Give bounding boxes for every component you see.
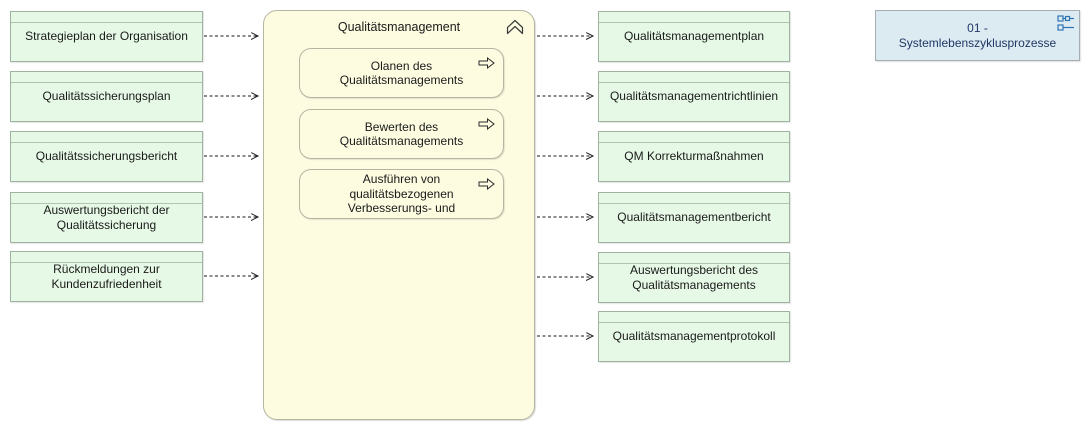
reference-title-line1: 01 - [967, 20, 988, 35]
object-label: Strategieplan der Organisation [25, 29, 188, 43]
object-top-divider [11, 22, 202, 23]
object-top-divider [599, 322, 789, 323]
business-object-strategieplan[interactable]: Strategieplan der Organisation [10, 11, 203, 62]
object-top-divider [599, 82, 789, 83]
object-label: Qualitätsmanagementbericht [617, 210, 771, 224]
process-step-bewerten[interactable]: Bewerten des Qualitätsmanagements [299, 109, 504, 159]
process-step-ausfuehren[interactable]: Ausführen von qualitätsbezogenen Verbess… [299, 169, 504, 219]
object-top-divider [11, 82, 202, 83]
object-top-divider [599, 203, 789, 204]
process-arrow-icon [478, 57, 495, 69]
process-step-planen[interactable]: Olanen des Qualitätsmanagements [299, 48, 504, 98]
process-arrow-icon [478, 178, 495, 190]
step-label: Olanen des Qualitätsmanagements [339, 58, 464, 88]
business-object-qm-korrekturmassnahmen[interactable]: QM Korrekturmaßnahmen [598, 131, 790, 182]
business-object-qm-protokoll[interactable]: Qualitätsmanagementprotokoll [598, 311, 790, 362]
reference-title-line2: Systemlebenszyklusprozesse [898, 35, 1057, 50]
business-object-qm-richtlinien[interactable]: Qualitätsmanagementrichtlinien [598, 71, 790, 122]
object-label: Qualitätssicherungsbericht [35, 149, 178, 163]
object-label: Qualitätsmanagementrichtlinien [609, 89, 779, 103]
process-arrow-icon [478, 118, 495, 130]
business-object-qualitaetssicherungsbericht[interactable]: Qualitätssicherungsbericht [10, 131, 203, 182]
diagram-reference-icon [1057, 15, 1074, 31]
object-label: Qualitätsmanagementprotokoll [612, 329, 776, 343]
step-label: Ausführen von qualitätsbezogenen Verbess… [347, 172, 456, 216]
object-label: Qualitätsmanagementplan [623, 29, 765, 43]
business-object-qm-plan[interactable]: Qualitätsmanagementplan [598, 11, 790, 62]
object-label: Qualitätssicherungsplan [42, 89, 171, 103]
object-label: QM Korrekturmaßnahmen [624, 149, 764, 163]
object-top-divider [11, 142, 202, 143]
object-label: Auswertungsbericht der Qualitätssicherun… [43, 202, 170, 232]
business-object-rueckmeldungen[interactable]: Rückmeldungen zur Kundenzufriedenheit [10, 251, 203, 302]
business-object-auswertungsbericht-qs[interactable]: Auswertungsbericht der Qualitätssicherun… [10, 192, 203, 243]
process-title: Qualitätsmanagement [337, 20, 461, 34]
object-label: Rückmeldungen zur Kundenzufriedenheit [51, 261, 162, 291]
object-top-divider [599, 22, 789, 23]
object-top-divider [11, 203, 202, 204]
step-label: Bewerten des Qualitätsmanagements [339, 119, 464, 149]
view-reference-systemlebenszyklusprozesse[interactable]: 01 - Systemlebenszyklusprozesse [875, 10, 1080, 61]
business-object-qm-bericht[interactable]: Qualitätsmanagementbericht [598, 192, 790, 243]
business-object-auswertungsbericht-qm[interactable]: Auswertungsbericht des Qualitätsmanageme… [598, 252, 790, 303]
object-label: Auswertungsbericht des Qualitätsmanageme… [629, 262, 759, 292]
object-top-divider [11, 262, 202, 263]
object-top-divider [599, 142, 789, 143]
business-object-qualitaetssicherungsplan[interactable]: Qualitätssicherungsplan [10, 71, 203, 122]
object-top-divider [599, 263, 789, 264]
chevron-up-icon[interactable] [505, 17, 525, 37]
process-container-qualitaetsmanagement[interactable]: Qualitätsmanagement Olanen des Qualitäts… [263, 10, 535, 420]
